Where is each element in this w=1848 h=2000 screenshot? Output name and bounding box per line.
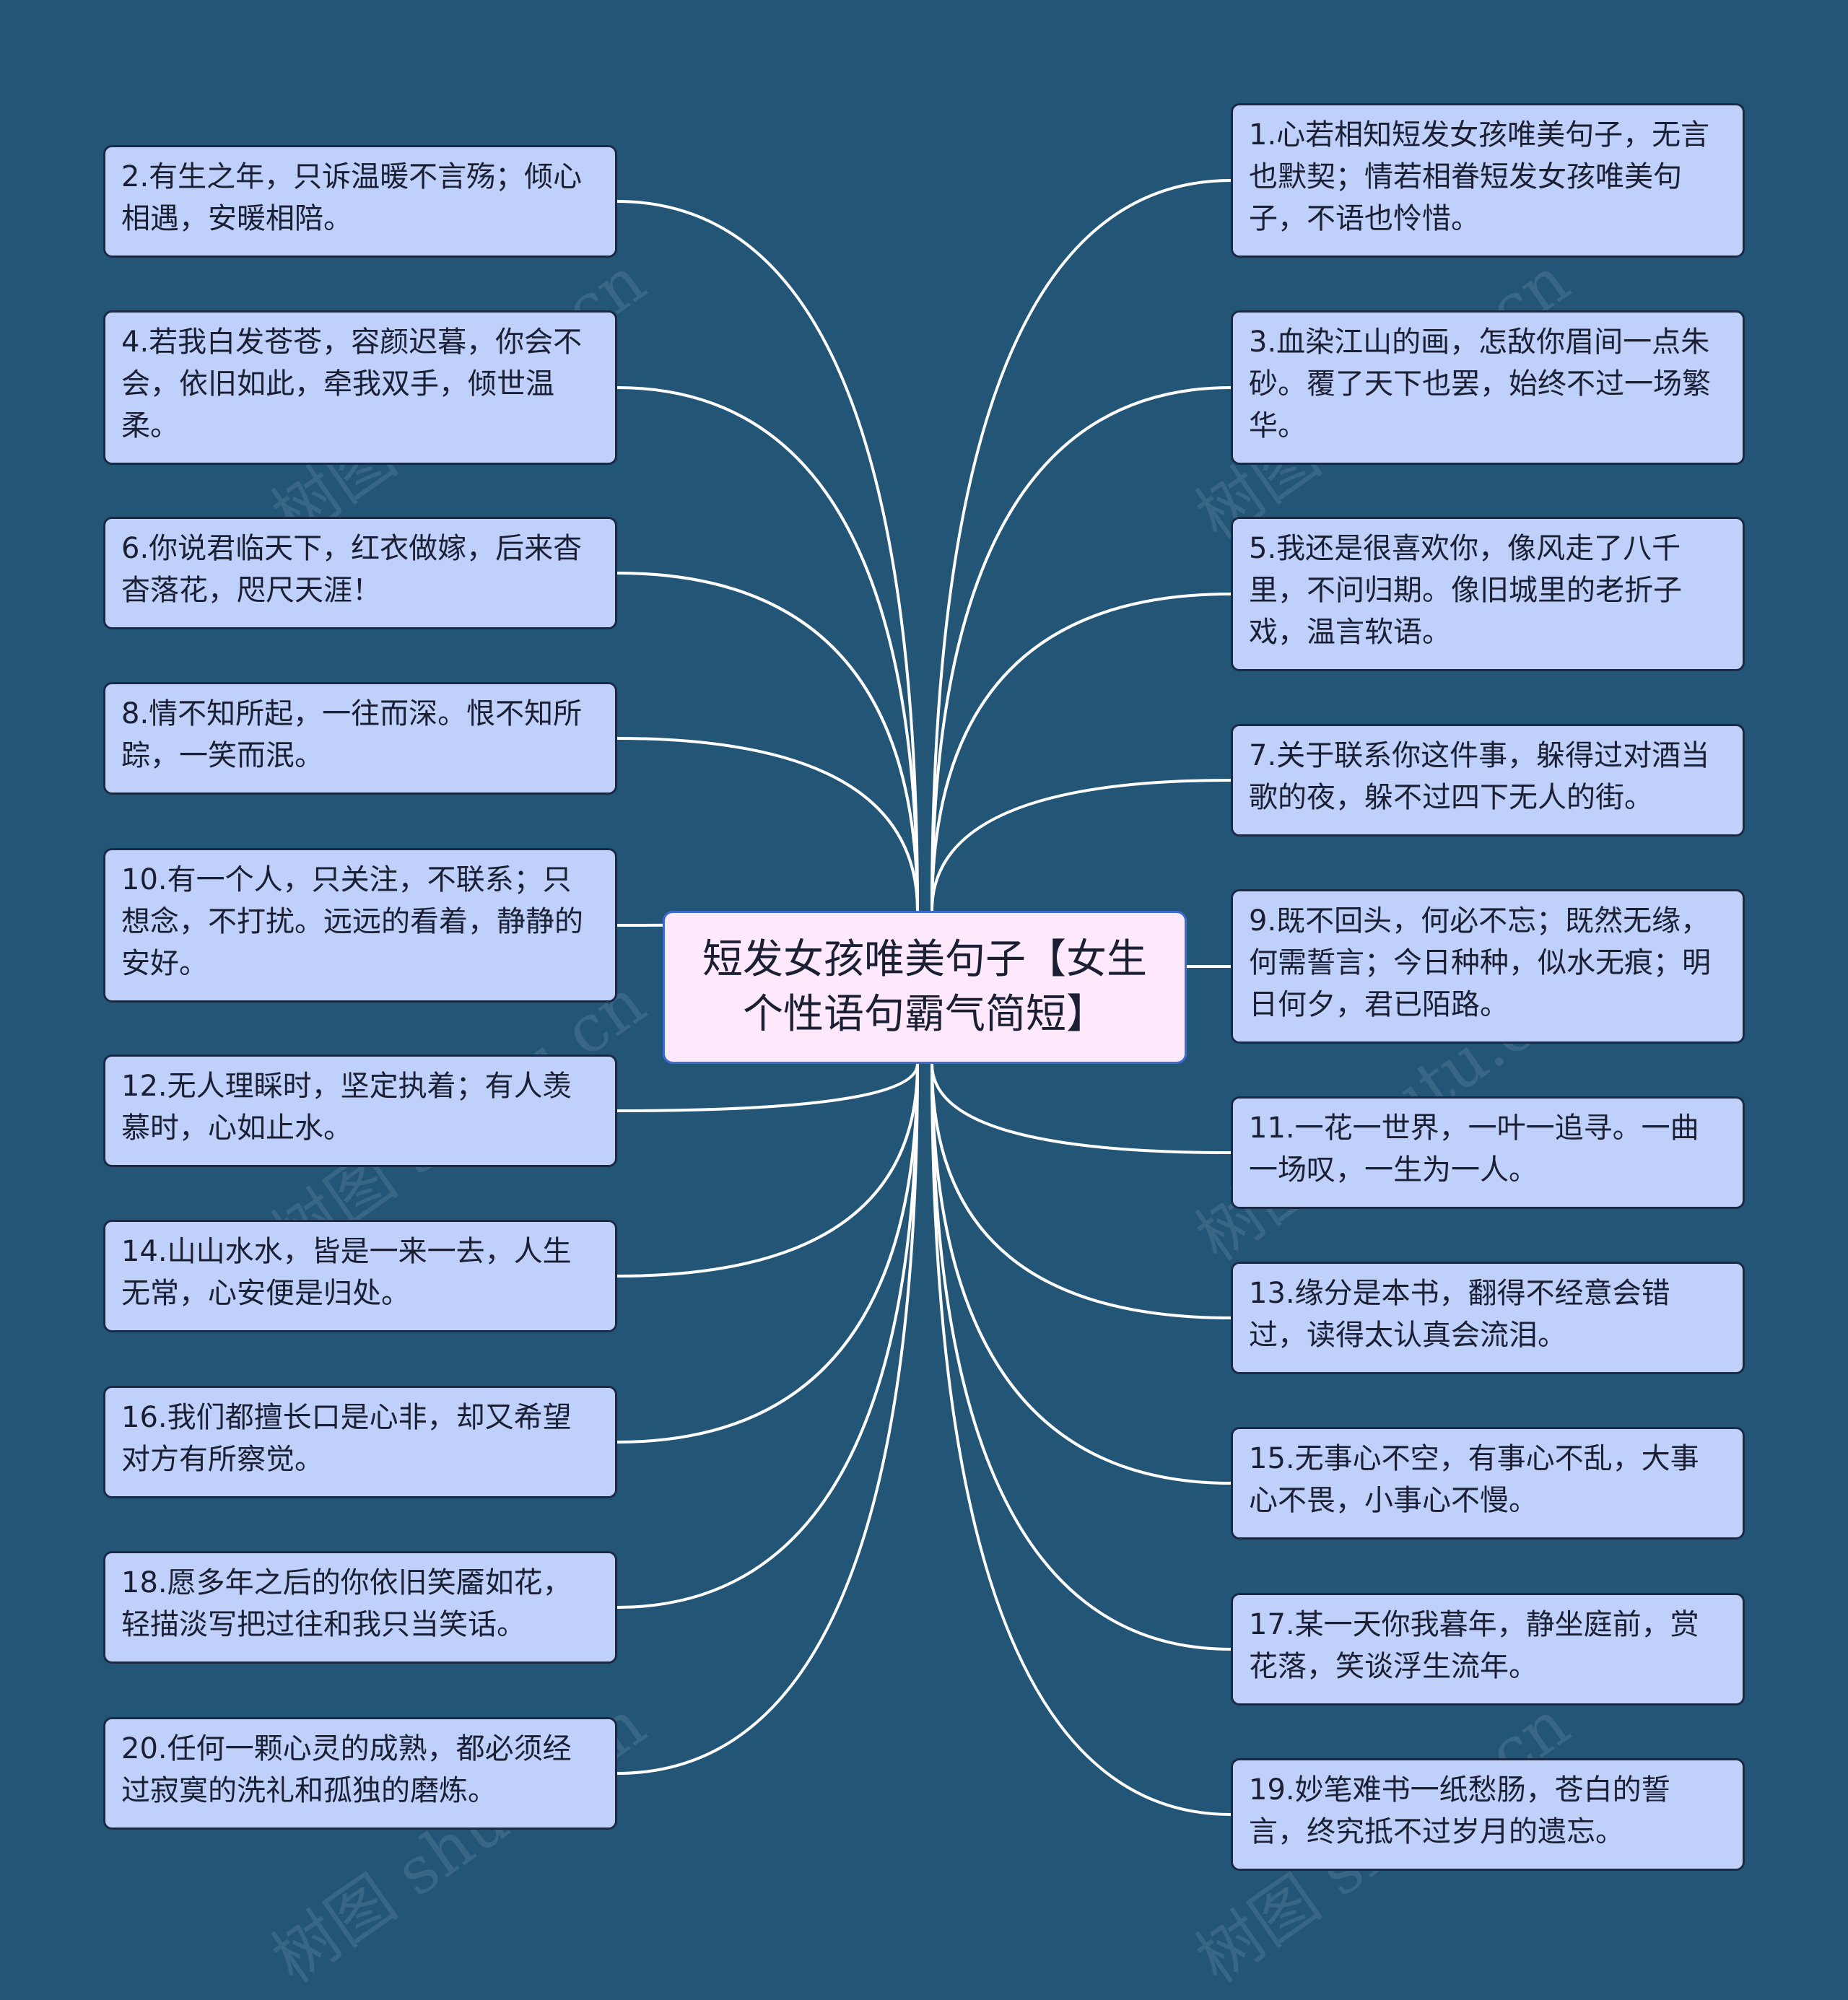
branch-node-8[interactable]: 8.情不知所起，一往而深。恨不知所踪，一笑而泯。 xyxy=(103,682,617,795)
root-topic-label: 短发女孩唯美句子【女生个性语句霸气简短】 xyxy=(702,936,1147,1038)
branch-node-label: 6.你说君临天下，红衣做嫁，后来杳杳落花，咫尺天涯！ xyxy=(121,532,583,607)
branch-node-17[interactable]: 17.某一天你我暮年，静坐庭前，赏花落，笑谈浮生流年。 xyxy=(1231,1593,1745,1706)
connector-line xyxy=(616,1063,919,1112)
branch-node-12[interactable]: 12.无人理睬时，坚定执着；有人羡慕时，心如止水。 xyxy=(103,1054,617,1167)
root-topic[interactable]: 短发女孩唯美句子【女生个性语句霸气简短】 xyxy=(663,911,1187,1064)
connector-line xyxy=(616,1063,919,1444)
branch-node-label: 7.关于联系你这件事，躲得过对酒当歌的夜，躲不过四下无人的街。 xyxy=(1249,739,1710,814)
branch-node-3[interactable]: 3.血染江山的画，怎敌你眉间一点朱砂。覆了天下也罢，始终不过一场繁华。 xyxy=(1231,310,1745,465)
branch-node-label: 16.我们都擅长口是心非，却又希望对方有所察觉。 xyxy=(121,1401,572,1476)
connector-line xyxy=(930,1063,1232,1651)
connector-line xyxy=(930,1063,1232,1816)
branch-node-19[interactable]: 19.妙笔难书一纸愁肠，苍白的誓言，终究抵不过岁月的遗忘。 xyxy=(1231,1758,1745,1871)
branch-node-20[interactable]: 20.任何一颗心灵的成熟，都必须经过寂寞的洗礼和孤独的磨炼。 xyxy=(103,1717,617,1830)
branch-node-label: 17.某一天你我暮年，静坐庭前，赏花落，笑谈浮生流年。 xyxy=(1249,1608,1699,1683)
connector-line xyxy=(616,1063,919,1775)
connector-line xyxy=(930,779,1232,912)
branch-node-label: 8.情不知所起，一往而深。恨不知所踪，一笑而泯。 xyxy=(121,697,583,772)
branch-node-1[interactable]: 1.心若相知短发女孩唯美句子，无言也默契；情若相眷短发女孩唯美句子，不语也怜惜。 xyxy=(1231,103,1745,258)
branch-node-10[interactable]: 10.有一个人，只关注，不联系；只想念，不打扰。远远的看着，静静的安好。 xyxy=(103,848,617,1003)
branch-node-label: 19.妙笔难书一纸愁肠，苍白的誓言，终究抵不过岁月的遗忘。 xyxy=(1249,1773,1670,1848)
connector-line xyxy=(930,1063,1232,1154)
branch-node-label: 14.山山水水，皆是一来一去，人生无常，心安便是归处。 xyxy=(121,1235,572,1310)
connector-line xyxy=(616,1063,919,1609)
branch-node-11[interactable]: 11.一花一世界，一叶一追寻。一曲一场叹，一生为一人。 xyxy=(1231,1096,1745,1209)
branch-node-13[interactable]: 13.缘分是本书，翻得不经意会错过，读得太认真会流泪。 xyxy=(1231,1262,1745,1374)
branch-node-15[interactable]: 15.无事心不空，有事心不乱，大事心不畏，小事心不慢。 xyxy=(1231,1427,1745,1540)
connector-line xyxy=(616,572,919,912)
branch-node-label: 12.无人理睬时，坚定执着；有人羡慕时，心如止水。 xyxy=(121,1070,572,1145)
branch-node-label: 20.任何一颗心灵的成熟，都必须经过寂寞的洗礼和孤独的磨炼。 xyxy=(121,1732,572,1807)
branch-node-9[interactable]: 9.既不回头，何必不忘；既然无缘，何需誓言；今日种种，似水无痕；明日何夕，君已陌… xyxy=(1231,889,1745,1044)
branch-node-label: 1.心若相知短发女孩唯美句子，无言也默契；情若相眷短发女孩唯美句子，不语也怜惜。 xyxy=(1249,118,1710,235)
connector-line xyxy=(930,179,1232,912)
branch-node-label: 18.愿多年之后的你依旧笑靥如花，轻描淡写把过往和我只当笑话。 xyxy=(121,1566,572,1641)
connector-line xyxy=(616,737,919,912)
branch-node-16[interactable]: 16.我们都擅长口是心非，却又希望对方有所察觉。 xyxy=(103,1386,617,1498)
branch-node-label: 3.血染江山的画，怎敌你眉间一点朱砂。覆了天下也罢，始终不过一场繁华。 xyxy=(1249,326,1711,442)
branch-node-4[interactable]: 4.若我白发苍苍，容颜迟暮，你会不会，依旧如此，牵我双手，倾世温柔。 xyxy=(103,310,617,465)
connector-line xyxy=(616,386,919,912)
branch-node-label: 4.若我白发苍苍，容颜迟暮，你会不会，依旧如此，牵我双手，倾世温柔。 xyxy=(121,326,583,442)
branch-node-2[interactable]: 2.有生之年，只诉温暖不言殇；倾心相遇，安暖相陪。 xyxy=(103,145,617,258)
connector-line xyxy=(930,593,1232,912)
branch-node-label: 13.缘分是本书，翻得不经意会错过，读得太认真会流泪。 xyxy=(1249,1277,1670,1352)
branch-node-5[interactable]: 5.我还是很喜欢你，像风走了八千里，不问归期。像旧城里的老折子戏，温言软语。 xyxy=(1231,517,1745,671)
branch-node-18[interactable]: 18.愿多年之后的你依旧笑靥如花，轻描淡写把过往和我只当笑话。 xyxy=(103,1551,617,1664)
branch-node-14[interactable]: 14.山山水水，皆是一来一去，人生无常，心安便是归处。 xyxy=(103,1220,617,1332)
branch-node-label: 11.一花一世界，一叶一追寻。一曲一场叹，一生为一人。 xyxy=(1249,1112,1699,1187)
connector-line xyxy=(930,386,1232,912)
branch-node-6[interactable]: 6.你说君临天下，红衣做嫁，后来杳杳落花，咫尺天涯！ xyxy=(103,517,617,629)
connector-line xyxy=(930,1063,1232,1319)
connector-line xyxy=(616,1063,919,1278)
branch-node-7[interactable]: 7.关于联系你这件事，躲得过对酒当歌的夜，躲不过四下无人的街。 xyxy=(1231,724,1745,837)
connector-line xyxy=(930,1063,1232,1485)
branch-node-label: 15.无事心不空，有事心不乱，大事心不畏，小事心不慢。 xyxy=(1249,1442,1699,1517)
branch-node-label: 5.我还是很喜欢你，像风走了八千里，不问归期。像旧城里的老折子戏，温言软语。 xyxy=(1249,532,1682,649)
branch-node-label: 10.有一个人，只关注，不联系；只想念，不打扰。远远的看着，静静的安好。 xyxy=(121,863,583,980)
connector-line xyxy=(616,200,919,912)
branch-node-label: 9.既不回头，何必不忘；既然无缘，何需誓言；今日种种，似水无痕；明日何夕，君已陌… xyxy=(1249,904,1711,1021)
branch-node-label: 2.有生之年，只诉温暖不言殇；倾心相遇，安暖相陪。 xyxy=(121,160,583,235)
